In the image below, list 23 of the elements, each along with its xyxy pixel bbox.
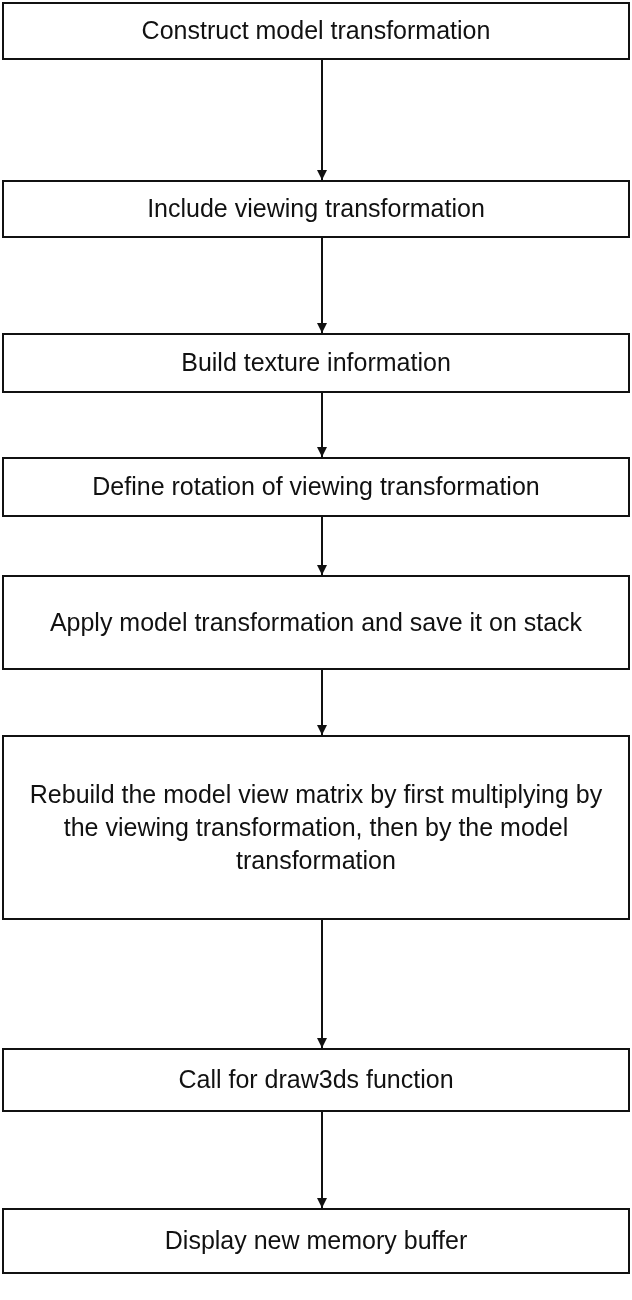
arrow <box>317 392 327 458</box>
step-text: Construct model transformation <box>141 15 491 47</box>
process-box <box>2 735 630 920</box>
process-box <box>2 180 630 238</box>
arrow <box>317 1111 327 1209</box>
process-box <box>2 1048 630 1112</box>
arrow <box>317 237 327 334</box>
process-box <box>2 575 630 670</box>
step-text: Build texture information <box>181 347 451 379</box>
arrow <box>317 59 327 181</box>
process-box <box>2 457 630 517</box>
step-text: Apply model transformation and save it on stack <box>49 606 583 638</box>
step-text: Call for draw3ds function <box>178 1064 454 1096</box>
arrow <box>317 919 327 1049</box>
step-text: Define rotation of viewing transformation <box>92 471 540 503</box>
process-box <box>2 333 630 393</box>
arrow <box>317 669 327 736</box>
step-text: Include viewing transformation <box>147 193 485 225</box>
arrow <box>317 516 327 576</box>
step-text: Display new memory buffer <box>164 1225 468 1257</box>
process-box <box>2 1208 630 1274</box>
step-text: Rebuild the model view matrix by first multiplying by the viewing transformation, then by the model transformation <box>28 778 604 877</box>
process-box <box>2 2 630 60</box>
